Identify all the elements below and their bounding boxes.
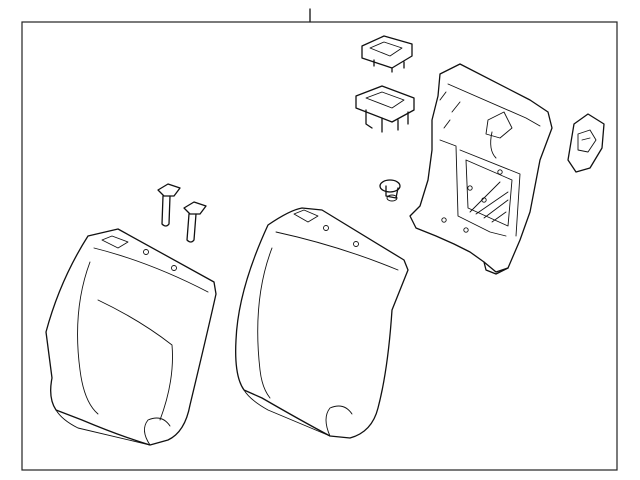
seat-back-cover-right[interactable] (235, 207, 409, 439)
bolt-lower[interactable] (183, 201, 207, 243)
bolt-upper[interactable] (157, 183, 181, 227)
diagram-frame (21, 21, 618, 471)
headrest-guide-upper[interactable] (361, 35, 413, 73)
side-trim-cover[interactable] (567, 113, 605, 173)
seat-back-cover-left[interactable] (45, 228, 217, 446)
headrest-guide-lower[interactable] (355, 85, 415, 133)
seat-back-frame[interactable] (409, 63, 553, 275)
push-nut-clip[interactable] (379, 179, 401, 202)
